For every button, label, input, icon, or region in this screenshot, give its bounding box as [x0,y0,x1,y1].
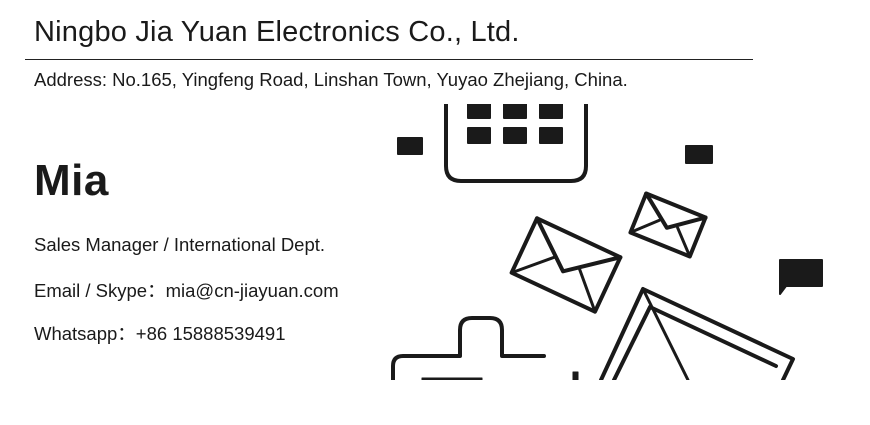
whatsapp-label: Whatsapp： [34,323,136,344]
whatsapp-number[interactable]: +86 15888539491 [135,323,286,344]
calendar-icon [444,104,588,183]
clipboard-icon [391,316,579,380]
envelope-icon [599,287,795,380]
job-title: Sales Manager / International Dept. [34,234,326,255]
contact-name: Mia [34,156,109,205]
chat-bubble-icon [397,137,423,155]
company-name: Ningbo Jia Yuan Electronics Co., Ltd. [34,16,520,48]
envelope-icon [509,216,623,314]
email-row: Email / Skype：mia@cn-jiayuan.com [34,277,339,303]
company-address: Address: No.165, Yingfeng Road, Linshan … [34,69,628,90]
envelope-icon [628,191,708,259]
header-divider [25,59,753,60]
email-address[interactable]: mia@cn-jiayuan.com [165,280,339,301]
communication-illustration [388,104,840,380]
whatsapp-row: Whatsapp：+86 15888539491 [34,320,286,346]
email-label: Email / Skype： [34,280,166,301]
